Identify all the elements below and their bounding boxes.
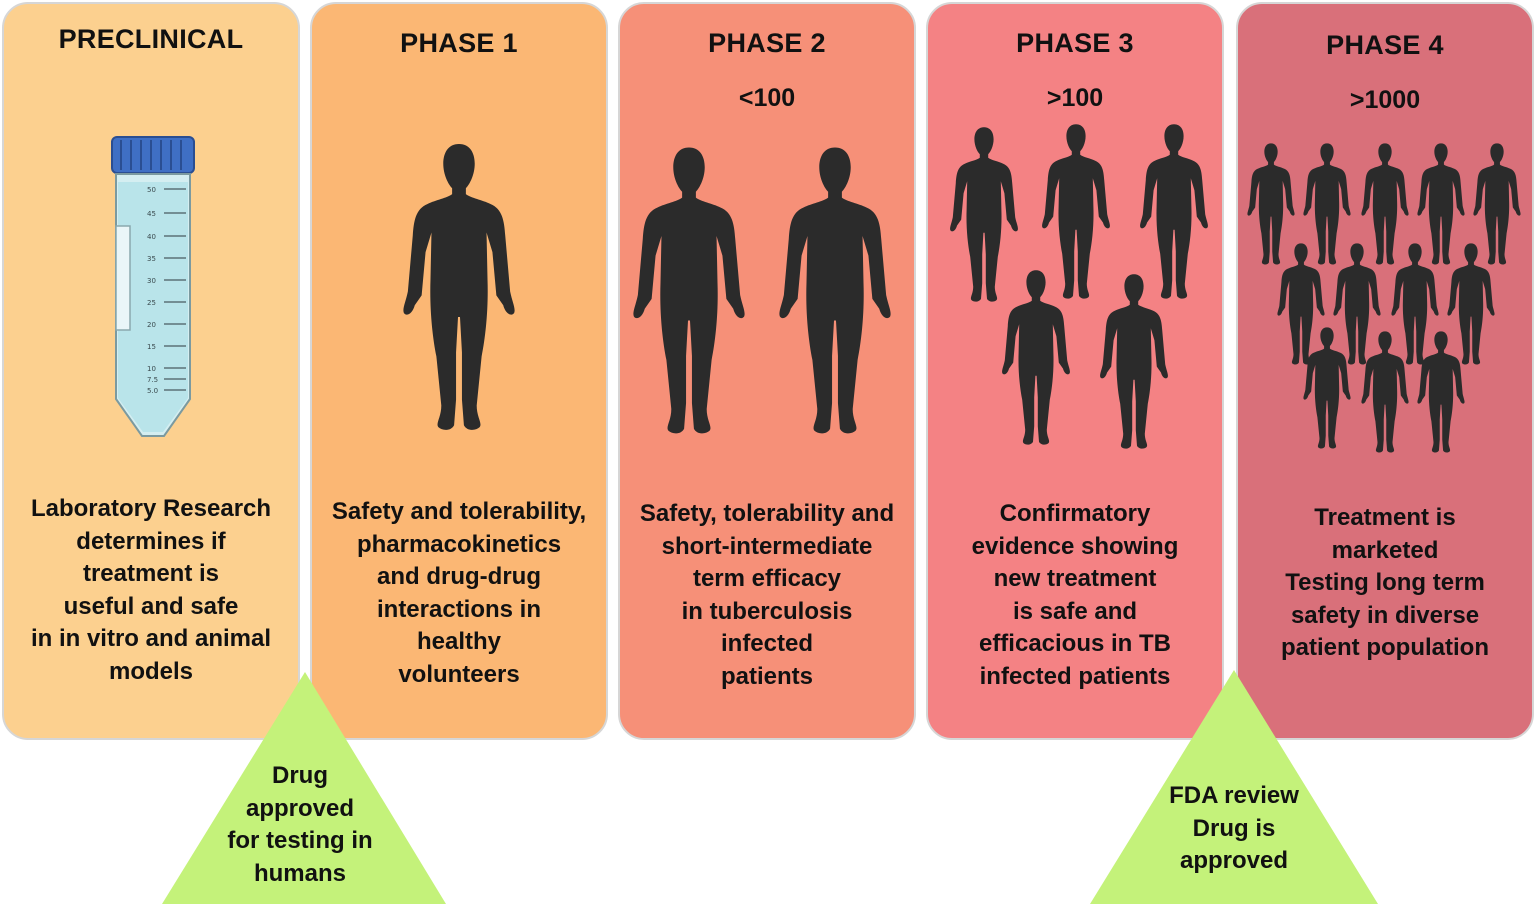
phase3-title: PHASE 3 — [1016, 28, 1134, 58]
phase2-title: PHASE 2 — [708, 28, 826, 58]
preclinical-title: PRECLINICAL — [58, 24, 244, 54]
tube-scale-label: 30 — [147, 277, 156, 285]
person-silhouette-icon — [1447, 243, 1495, 365]
approval-triangle-right — [1090, 670, 1378, 904]
phase4-title: PHASE 4 — [1326, 30, 1444, 60]
milestone-drug-approved-for-testing: Drug approved for testing in humans — [227, 762, 373, 887]
tube-scale-label: 40 — [147, 233, 156, 241]
phase3-panel: PHASE 3 >100 Confirmatory evidence showi… — [926, 2, 1224, 740]
person-silhouette-icon — [1391, 243, 1439, 365]
person-silhouette-icon — [1361, 143, 1409, 265]
person-silhouette-icon — [633, 147, 745, 434]
person-silhouette-icon — [1303, 143, 1351, 265]
approval-triangle-left — [162, 672, 446, 904]
tube-scale-label: 35 — [147, 255, 156, 263]
tube-scale-label: 25 — [147, 299, 156, 307]
phase4-description: Treatment is marketed Testing long term … — [1281, 504, 1489, 661]
phase1-description: Safety and tolerability, pharmacokinetic… — [331, 498, 587, 688]
preclinical-description: Laboratory Research determines if treatm… — [30, 495, 272, 685]
phase2-description: Safety, tolerability and short-intermedi… — [639, 500, 895, 690]
phase1-title: PHASE 1 — [400, 28, 518, 58]
person-silhouette-icon — [1140, 124, 1208, 299]
person-silhouette-icon — [950, 127, 1018, 302]
person-silhouette-icon — [1042, 124, 1110, 299]
person-silhouette-icon — [1473, 143, 1521, 265]
person-silhouette-icon — [1247, 143, 1295, 265]
person-silhouette-icon — [1417, 143, 1465, 265]
person-silhouette-icon — [1333, 243, 1381, 365]
phase4-people — [1247, 143, 1521, 453]
phase1-people — [403, 143, 515, 430]
person-silhouette-icon — [403, 143, 515, 430]
person-silhouette-icon — [779, 147, 891, 434]
tube-scale-label: 10 — [147, 365, 156, 373]
phase4-panel: PHASE 4 >1000 Treatment is marketed Test… — [1236, 2, 1534, 740]
tube-scale-label: 5.0 — [147, 387, 158, 395]
tube-scale-label: 50 — [147, 186, 156, 194]
phase3-description: Confirmatory evidence showing new treatm… — [971, 500, 1179, 690]
person-silhouette-icon — [1002, 270, 1070, 445]
phase4-participant-count: >1000 — [1349, 86, 1421, 114]
person-silhouette-icon — [1361, 331, 1409, 453]
person-silhouette-icon — [1417, 331, 1465, 453]
test-tube-icon: 50 45 40 35 30 25 20 15 10 7.5 5.0 — [111, 136, 195, 437]
person-silhouette-icon — [1277, 243, 1325, 365]
phase3-people — [950, 124, 1208, 449]
tube-scale-label: 20 — [147, 321, 156, 329]
tube-scale-label: 45 — [147, 210, 156, 218]
tube-scale-label: 7.5 — [147, 376, 158, 384]
phase1-panel: PHASE 1 Safety and tolerability, pharmac… — [310, 2, 608, 740]
tube-scale-label: 15 — [147, 343, 156, 351]
milestone-fda-review: FDA review Drug is approved — [1169, 782, 1299, 874]
person-silhouette-icon — [1100, 274, 1168, 449]
preclinical-panel: PRECLINICAL 50 45 40 35 30 25 20 15 10 7.5 5.0 Lab… — [2, 2, 300, 740]
person-silhouette-icon — [1303, 327, 1351, 449]
phase2-people — [633, 147, 891, 434]
phase3-participant-count: >100 — [1046, 84, 1104, 112]
phase2-participant-count: <100 — [738, 84, 796, 112]
phase2-panel: PHASE 2 <100 Safety, tolerability and sh… — [618, 2, 916, 740]
